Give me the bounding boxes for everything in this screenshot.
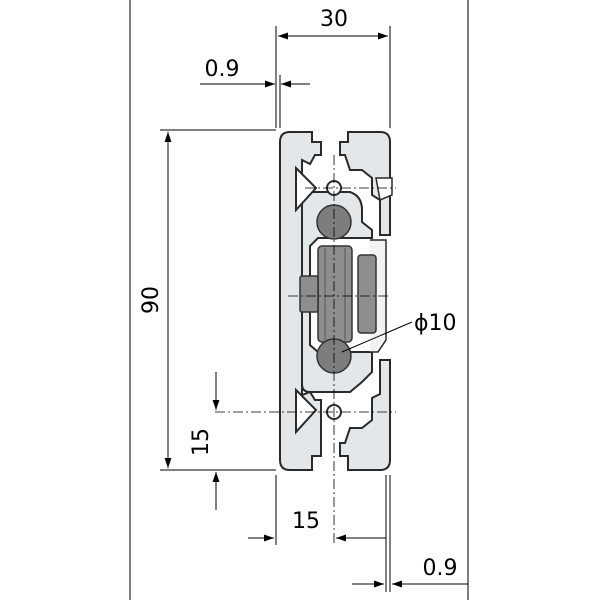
dim-text-15-vertical: 15 [189,428,214,456]
dim-text-0.9-top: 0.9 [205,57,240,82]
profile-outline-right-bottom [339,359,391,471]
dim-text-90: 90 [139,286,164,314]
dim-text-15-horizontal: 15 [292,509,320,534]
extension-lines [160,26,391,592]
dimension-lines [164,32,468,588]
cavity-top-left [295,165,318,213]
axle-stub [299,275,319,313]
dim-text-30: 30 [320,7,348,32]
cavity-top-right [375,177,393,202]
wheel-body [317,245,353,343]
leader-diameter [341,321,413,353]
center-lines [215,155,396,545]
dim-text-0.9-bottom: 0.9 [423,556,458,581]
cavity-bottom-left [295,387,318,435]
carriage-plate [357,254,377,334]
dim-text-diameter: ϕ10 [414,311,457,336]
dimension-labels: 30 0.9 90 ϕ10 15 15 0.9 [139,7,458,581]
